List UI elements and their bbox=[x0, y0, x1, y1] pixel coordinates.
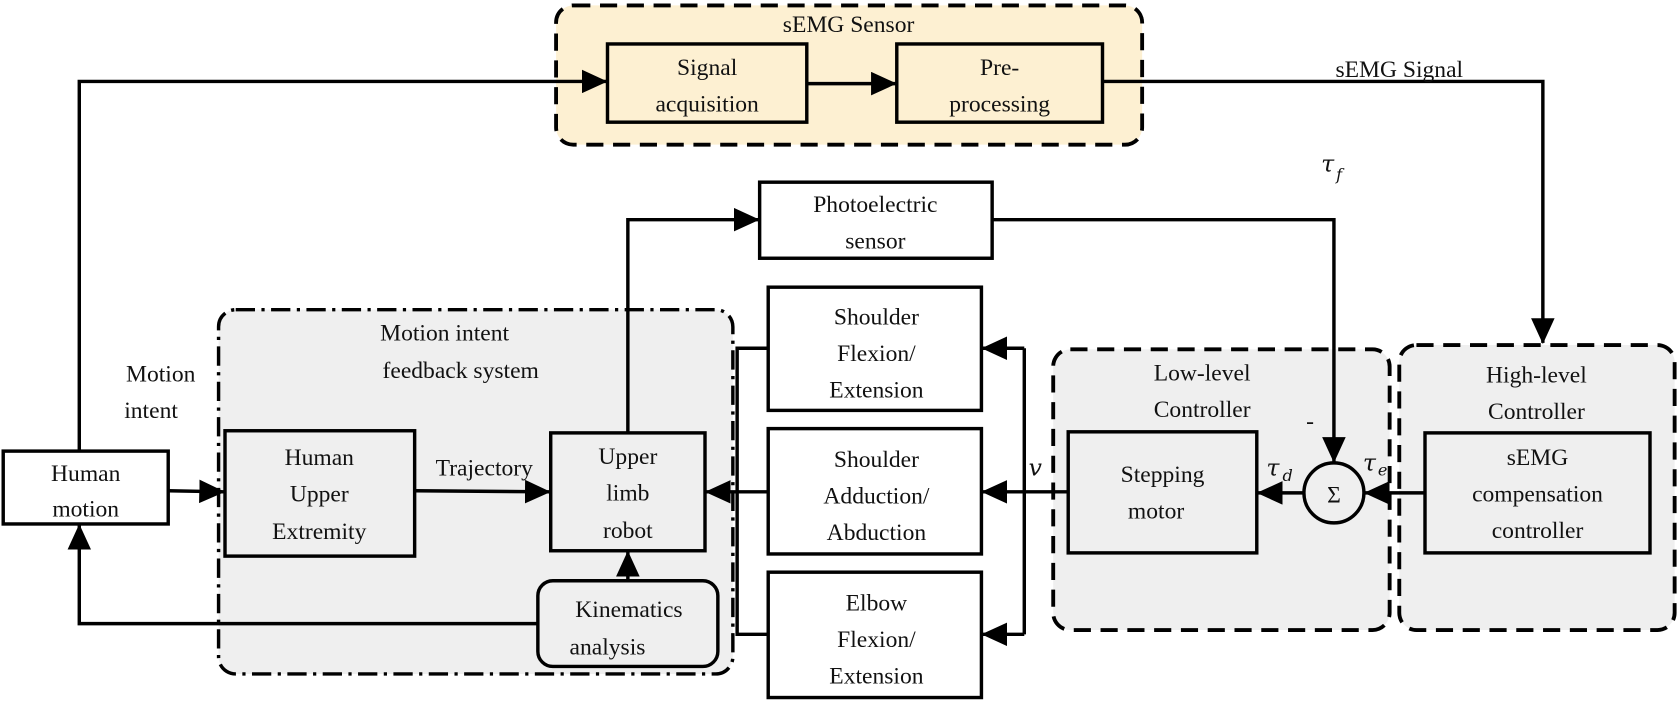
upper-limb-robot-line1: Upper bbox=[598, 444, 657, 470]
human-upper-extremity-line2: Upper bbox=[290, 481, 349, 507]
tau-d-subscript: d bbox=[1283, 466, 1293, 485]
semg-compensation-line1: sEMG bbox=[1507, 445, 1569, 471]
shoulder-flexion-line1: Shoulder bbox=[834, 305, 919, 331]
photoelectric-sensor-line1: Photoelectric bbox=[813, 192, 937, 218]
human-upper-extremity-frame bbox=[223, 429, 417, 558]
stepping-motor-line2: motor bbox=[1128, 499, 1184, 525]
shoulder-adduction-line3: Abduction bbox=[827, 520, 927, 546]
stepping-motor-frame bbox=[1066, 430, 1259, 555]
semg-sensor-group-frame bbox=[554, 3, 1145, 147]
shoulder-adduction-abduction-block: Shoulder Adduction/ Abduction bbox=[766, 426, 984, 556]
kinematics-analysis-line1: Kinematics bbox=[575, 597, 682, 623]
tau-e-label: τ e bbox=[1363, 448, 1388, 479]
motion-intent-label-line2: intent bbox=[124, 398, 178, 424]
upper-limb-robot-frame bbox=[549, 431, 707, 553]
shoulder-flexion-extension-block: Shoulder Flexion/ Extension bbox=[766, 285, 984, 413]
elbow-flexion-line1: Elbow bbox=[846, 591, 908, 617]
upper-limb-robot-block: Upper limb robot bbox=[549, 431, 707, 553]
upper-limb-robot-line2: limb bbox=[606, 480, 649, 506]
arrow-human-motion-to-upper-extremity bbox=[168, 479, 225, 504]
tau-d-label: τ d bbox=[1266, 454, 1292, 485]
signal-acquisition-block: Signal acquisition bbox=[605, 42, 809, 124]
human-motion-line2: motion bbox=[52, 496, 119, 522]
kinematics-analysis-line2: analysis bbox=[570, 635, 646, 661]
human-motion-block: Human motion bbox=[1, 449, 170, 526]
kinematics-analysis-block: Kinematics analysis bbox=[536, 579, 720, 669]
arrow-trajectory bbox=[414, 479, 551, 504]
human-upper-extremity-line3: Extremity bbox=[272, 519, 366, 545]
v-label: v bbox=[1029, 454, 1043, 482]
tau-e-symbol: τ bbox=[1363, 448, 1377, 476]
human-upper-extremity-line1: Human bbox=[285, 445, 355, 471]
shoulder-adduction-line1: Shoulder bbox=[834, 447, 919, 473]
arrow-robot-to-photoelectric-sensor bbox=[626, 207, 760, 433]
tau-d-symbol: τ bbox=[1266, 454, 1280, 482]
motion-intent-feedback-title-line1: Motion intent bbox=[380, 321, 509, 347]
preprocessing-line1: Pre- bbox=[980, 55, 1019, 81]
human-upper-extremity-block: Human Upper Extremity bbox=[223, 429, 417, 558]
low-level-controller-title-line1: Low-level bbox=[1154, 360, 1251, 386]
semg-sensor-group-title: sEMG Sensor bbox=[783, 12, 915, 38]
summing-junction: Σ bbox=[1302, 461, 1366, 525]
semg-compensation-line2: compensation bbox=[1472, 481, 1603, 507]
semg-compensation-controller-frame bbox=[1423, 431, 1652, 555]
connections bbox=[67, 69, 1555, 647]
stepping-motor-block: Stepping motor bbox=[1066, 430, 1259, 555]
sigma-symbol: Σ bbox=[1327, 483, 1341, 509]
preprocessing-line2: processing bbox=[949, 91, 1050, 117]
shoulder-flexion-extension-frame bbox=[766, 285, 984, 413]
shoulder-flexion-line3: Extension bbox=[829, 378, 923, 404]
arrow-semg-signal-to-high-level bbox=[1102, 79, 1555, 344]
shoulder-adduction-line2: Adduction/ bbox=[823, 484, 929, 510]
photoelectric-sensor-line2: sensor bbox=[845, 229, 905, 255]
elbow-flexion-line3: Extension bbox=[829, 664, 923, 690]
shoulder-adduction-abduction-frame bbox=[766, 426, 984, 556]
tau-f-subscript: f bbox=[1335, 165, 1345, 184]
signal-acquisition-line2: acquisition bbox=[655, 91, 759, 117]
semg-signal-label: sEMG Signal bbox=[1335, 57, 1463, 83]
trajectory-label: Trajectory bbox=[436, 456, 534, 482]
arrow-human-motion-to-signal-acquisition bbox=[77, 69, 608, 452]
motion-intent-feedback-title-line2: feedback system bbox=[383, 358, 539, 384]
upper-limb-robot-line3: robot bbox=[603, 518, 653, 544]
elbow-flexion-extension-block: Elbow Flexion/ Extension bbox=[766, 570, 984, 700]
minus-sign: - bbox=[1306, 409, 1314, 435]
tau-f-label: τ f bbox=[1321, 149, 1345, 184]
signal-acquisition-line1: Signal bbox=[677, 55, 738, 81]
photoelectric-sensor-block: Photoelectric sensor bbox=[757, 180, 994, 260]
arrow-kinematics-to-human-motion bbox=[67, 523, 538, 626]
semg-compensation-controller-block: sEMG compensation controller bbox=[1423, 431, 1652, 555]
human-motion-frame bbox=[1, 449, 170, 526]
human-motion-line1: Human bbox=[51, 461, 121, 487]
elbow-flexion-line2: Flexion/ bbox=[837, 627, 916, 653]
stepping-motor-line1: Stepping bbox=[1121, 462, 1205, 488]
high-level-controller-title-line2: Controller bbox=[1488, 399, 1585, 425]
low-level-controller-title-line2: Controller bbox=[1154, 397, 1251, 423]
shoulder-flexion-line2: Flexion/ bbox=[837, 341, 916, 367]
elbow-flexion-extension-frame bbox=[766, 570, 984, 700]
tau-f-symbol: τ bbox=[1321, 149, 1335, 177]
semg-sensor-group: sEMG Sensor bbox=[554, 3, 1145, 147]
tau-e-subscript: e bbox=[1378, 461, 1388, 480]
semg-compensation-line3: controller bbox=[1492, 518, 1584, 544]
arrow-photoelectric-to-summing-junction bbox=[992, 217, 1346, 463]
high-level-controller-title-line1: High-level bbox=[1486, 363, 1587, 389]
motion-intent-label-line1: Motion bbox=[126, 361, 196, 387]
